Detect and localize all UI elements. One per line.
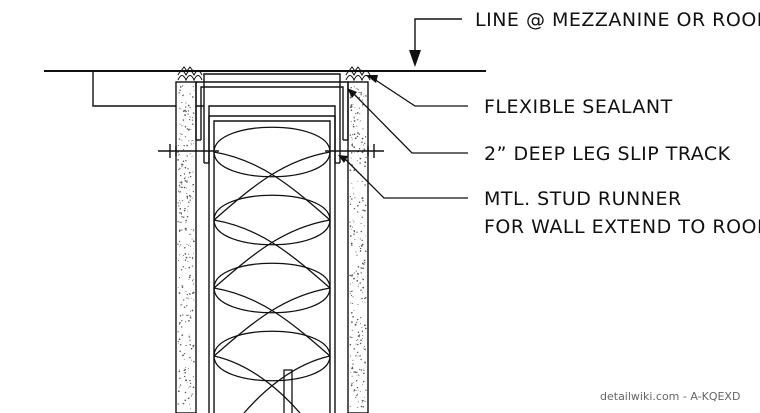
right-gypsum-board (347, 81, 369, 413)
label-slip-track: 2” DEEP LEG SLIP TRACK (484, 143, 731, 165)
batt-insulation (213, 126, 331, 413)
watermark: detailwiki.com - A-KQEXD (600, 390, 740, 403)
label-stud-runner-line1: MTL. STUD RUNNER (484, 188, 682, 210)
slip-track (195, 81, 349, 141)
reference-line (92, 71, 204, 107)
fastener-left (158, 144, 219, 158)
label-roof-line: LINE @ MEZZANINE OR ROOF (475, 9, 760, 31)
leader-flexible-sealant (366, 75, 468, 107)
section-break-line (283, 369, 293, 413)
flexible-sealant-right (345, 66, 371, 82)
leader-stud-runner (338, 155, 468, 199)
label-stud-runner-line2: FOR WALL EXTEND TO ROOF (484, 216, 760, 238)
fastener-right (325, 144, 384, 158)
left-gypsum-board (175, 81, 197, 413)
roof-line (44, 18, 486, 72)
metal-stud (208, 115, 336, 413)
leader-slip-track (347, 88, 468, 154)
label-flexible-sealant: FLEXIBLE SEALANT (484, 96, 673, 118)
flexible-sealant-left (177, 66, 203, 82)
